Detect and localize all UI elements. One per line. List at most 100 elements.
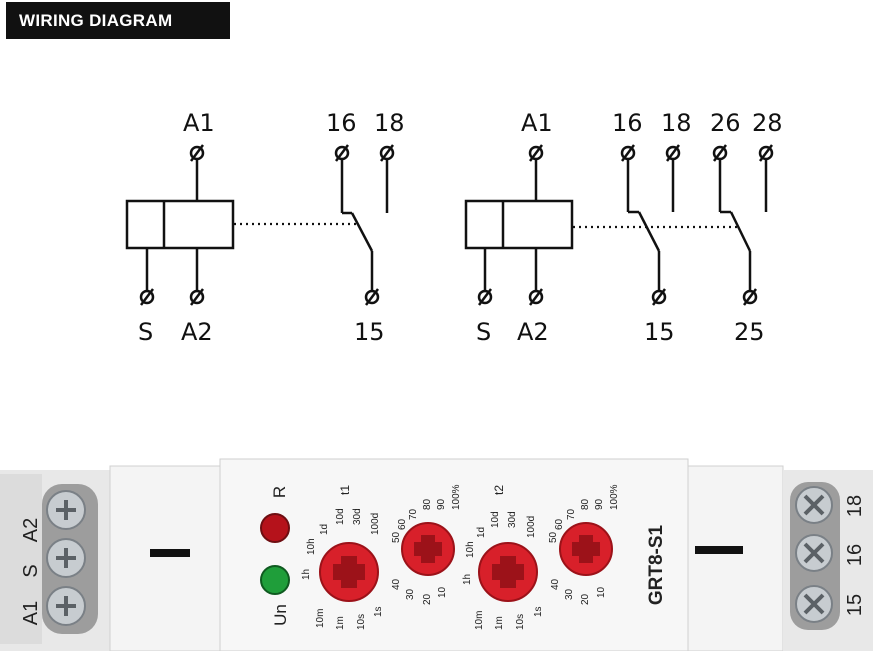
terminal-a1-symbol bbox=[189, 143, 205, 163]
percent-label: 40 bbox=[391, 578, 402, 590]
terminal-label-s: S bbox=[138, 318, 153, 346]
terminal-a2-symbol bbox=[189, 287, 205, 307]
left-side-panel bbox=[109, 465, 221, 651]
percent-label: 50 bbox=[548, 531, 559, 543]
range-scale-t1: t1 1s 10s 1m 10m 1h 10h 1d 10d 30d 100d bbox=[301, 485, 384, 630]
terminal-15-symbol bbox=[364, 287, 380, 307]
screw-icon bbox=[46, 490, 86, 626]
terminal-label-a2: A2 bbox=[20, 518, 42, 542]
dial-plus-icon bbox=[492, 556, 524, 588]
contact-switch-2 bbox=[729, 211, 752, 252]
slot-marker bbox=[150, 549, 190, 557]
range-label: 1h bbox=[301, 569, 312, 580]
dial-label-t2: t2 bbox=[492, 485, 506, 495]
percent-label: 10 bbox=[596, 586, 607, 598]
range-label: 1m bbox=[494, 616, 505, 630]
terminal-a2-symbol bbox=[528, 287, 544, 307]
terminal-28-symbol bbox=[758, 143, 774, 163]
led-label-r: R bbox=[270, 486, 289, 498]
led-green bbox=[260, 565, 290, 595]
range-label: 10h bbox=[465, 541, 476, 558]
percent-label: 40 bbox=[550, 578, 561, 590]
screw-icon bbox=[795, 486, 833, 623]
led-red bbox=[260, 513, 290, 543]
percent-scale-t2: 10 20 30 40 50 60 70 80 90 100% bbox=[548, 484, 620, 605]
percent-scale-t1: 10 20 30 40 50 60 70 80 90 100% bbox=[391, 484, 462, 605]
led-label-un: Un bbox=[271, 604, 290, 626]
percent-label: 30 bbox=[564, 588, 575, 600]
dial-t2-percent[interactable] bbox=[559, 522, 613, 576]
terminal-a1-symbol bbox=[528, 143, 544, 163]
relay-device: A2 S A1 18 16 15 R Un t1 1s 10 bbox=[0, 458, 873, 651]
terminal-label-18: 18 bbox=[661, 109, 692, 137]
range-label: 1s bbox=[373, 606, 384, 617]
terminal-25-symbol bbox=[742, 287, 758, 307]
slot-marker bbox=[695, 546, 743, 554]
dial-t2-range[interactable] bbox=[478, 542, 538, 602]
terminal-label-26: 26 bbox=[710, 109, 741, 137]
terminal-label-s: S bbox=[476, 318, 491, 346]
dial-plus-icon bbox=[333, 556, 365, 588]
relay-coil bbox=[464, 199, 574, 250]
percent-label: 100% bbox=[609, 484, 620, 510]
dial-plus-icon bbox=[572, 535, 600, 563]
range-label: 10d bbox=[490, 511, 501, 528]
terminal-16-symbol bbox=[620, 143, 636, 163]
percent-label: 50 bbox=[391, 531, 402, 543]
contact-switch-1 bbox=[637, 211, 661, 252]
percent-label: 20 bbox=[422, 593, 433, 605]
terminal-label-15: 15 bbox=[844, 594, 866, 616]
range-label: 1d bbox=[319, 524, 330, 535]
diagram-right: A1 16 18 26 28 S A2 15 25 bbox=[464, 109, 783, 346]
range-label: 30d bbox=[507, 511, 518, 528]
range-label: 10s bbox=[515, 614, 526, 630]
terminal-label-25: 25 bbox=[734, 318, 765, 346]
page-title: WIRING DIAGRAM bbox=[6, 2, 230, 39]
range-label: 1s bbox=[533, 606, 544, 617]
dial-t1-percent[interactable] bbox=[401, 522, 455, 576]
terminal-label-a1: A1 bbox=[183, 109, 215, 137]
terminal-s-symbol bbox=[139, 287, 155, 307]
terminal-18-symbol bbox=[665, 143, 681, 163]
range-label: 10s bbox=[356, 614, 367, 630]
relay-coil bbox=[125, 199, 235, 250]
range-label: 1d bbox=[476, 527, 487, 538]
percent-label: 70 bbox=[408, 508, 419, 520]
percent-label: 60 bbox=[397, 518, 408, 530]
terminal-label-28: 28 bbox=[752, 109, 783, 137]
range-label: 1m bbox=[335, 616, 346, 630]
terminal-label-a1: A1 bbox=[20, 601, 42, 625]
percent-label: 90 bbox=[436, 498, 447, 510]
percent-label: 100% bbox=[451, 484, 462, 510]
percent-label: 30 bbox=[405, 588, 416, 600]
terminal-label-18: 18 bbox=[844, 495, 866, 517]
dial-t1-range[interactable] bbox=[319, 542, 379, 602]
range-label: 10d bbox=[335, 508, 346, 525]
range-scale-t2: t2 1s 10s 1m 10m 1h 10h 1d 10d 30d 100d bbox=[462, 485, 544, 630]
percent-label: 80 bbox=[580, 498, 591, 510]
percent-label: 60 bbox=[554, 518, 565, 530]
range-label: 10m bbox=[474, 611, 485, 630]
percent-label: 70 bbox=[566, 508, 577, 520]
terminal-label-a2: A2 bbox=[517, 318, 549, 346]
terminal-16-symbol bbox=[334, 143, 350, 163]
terminal-label-15: 15 bbox=[644, 318, 675, 346]
model-number: GRT8-S1 bbox=[646, 524, 667, 605]
contact-switch bbox=[350, 212, 374, 252]
range-label: 1h bbox=[462, 574, 473, 585]
diagram-left: A1 16 18 S A2 15 bbox=[125, 109, 405, 346]
terminal-label-a2: A2 bbox=[181, 318, 213, 346]
terminal-label-15: 15 bbox=[354, 318, 385, 346]
range-label: 30d bbox=[352, 508, 363, 525]
terminal-label-s: S bbox=[20, 564, 42, 577]
terminal-label-18: 18 bbox=[374, 109, 405, 137]
terminal-label-16: 16 bbox=[612, 109, 643, 137]
range-label: 10h bbox=[306, 538, 317, 555]
right-side-panel bbox=[687, 465, 784, 651]
percent-label: 90 bbox=[594, 498, 605, 510]
terminal-label-a1: A1 bbox=[521, 109, 553, 137]
range-label: 100d bbox=[526, 516, 537, 538]
percent-label: 10 bbox=[437, 586, 448, 598]
percent-label: 80 bbox=[422, 498, 433, 510]
